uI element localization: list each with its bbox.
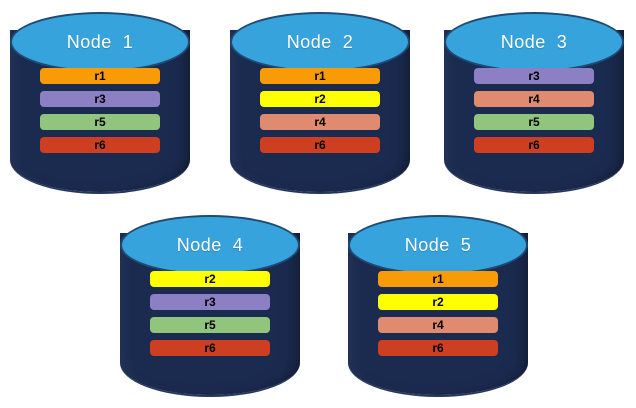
- replica-bar-r6[interactable]: r6: [40, 137, 160, 153]
- node-label: Node 2: [286, 31, 354, 52]
- replica-bar-r6[interactable]: r6: [150, 340, 270, 356]
- replica-list: r1 r2 r4 r6: [378, 271, 498, 356]
- replica-bar-r4[interactable]: r4: [474, 91, 594, 107]
- replica-bar-r3[interactable]: r3: [474, 68, 594, 84]
- replica-bar-r5[interactable]: r5: [474, 114, 594, 130]
- replica-list: r1 r3 r5 r6: [40, 68, 160, 153]
- replica-bar-r3[interactable]: r3: [40, 91, 160, 107]
- replica-bar-r3[interactable]: r3: [150, 294, 270, 310]
- replica-bar-r2[interactable]: r2: [378, 294, 498, 310]
- replica-list: r2 r3 r5 r6: [150, 271, 270, 356]
- replica-list: r3 r4 r5 r6: [474, 68, 594, 153]
- node-label: Node 1: [66, 31, 134, 52]
- replica-bar-r6[interactable]: r6: [474, 137, 594, 153]
- node-label: Node 4: [176, 234, 244, 255]
- replica-bar-r5[interactable]: r5: [40, 114, 160, 130]
- replica-bar-r1[interactable]: r1: [40, 68, 160, 84]
- replica-list: r1 r2 r4 r6: [260, 68, 380, 153]
- replica-bar-r2[interactable]: r2: [260, 91, 380, 107]
- node-cylinder-top: [10, 12, 190, 72]
- replica-bar-r6[interactable]: r6: [378, 340, 498, 356]
- replica-bar-r6[interactable]: r6: [260, 137, 380, 153]
- replica-bar-r1[interactable]: r1: [378, 271, 498, 287]
- database-node-5[interactable]: Node 5 r1 r2 r4 r6: [348, 215, 528, 397]
- database-node-3[interactable]: Node 3 r3 r4 r5 r6: [444, 12, 624, 194]
- node-label: Node 3: [500, 31, 568, 52]
- database-node-4[interactable]: Node 4 r2 r3 r5 r6: [120, 215, 300, 397]
- replica-bar-r5[interactable]: r5: [150, 317, 270, 333]
- database-node-2[interactable]: Node 2 r1 r2 r4 r6: [230, 12, 410, 194]
- node-label: Node 5: [404, 234, 472, 255]
- replica-bar-r4[interactable]: r4: [378, 317, 498, 333]
- replica-bar-r1[interactable]: r1: [260, 68, 380, 84]
- node-cylinder-top: [444, 12, 624, 72]
- replica-bar-r4[interactable]: r4: [260, 114, 380, 130]
- database-node-1[interactable]: Node 1 r1 r3 r5 r6: [10, 12, 190, 194]
- node-cylinder-top: [230, 12, 410, 72]
- replica-bar-r2[interactable]: r2: [150, 271, 270, 287]
